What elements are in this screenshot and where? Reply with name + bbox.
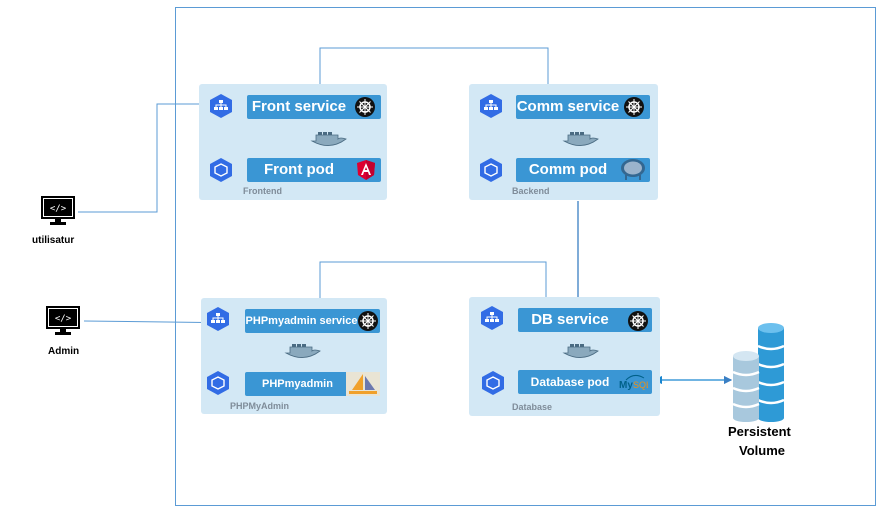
k8s-pod-hex-icon (482, 371, 504, 395)
backend-group-label: Backend (512, 186, 550, 196)
admin-label: Admin (48, 346, 80, 357)
code-monitor-icon: </> (41, 196, 75, 225)
angular-icon (357, 160, 375, 180)
database-pod-box[interactable]: Database pod (518, 370, 652, 394)
phpmyadmin-group-label: PHPMyAdmin (230, 401, 290, 411)
database-cylinder-icon (732, 323, 785, 422)
kubernetes-wheel-icon (628, 311, 648, 331)
svg-text:My: My (619, 380, 633, 391)
docker-whale-icon (284, 344, 321, 358)
kubernetes-wheel-icon (624, 97, 644, 117)
front-service-box[interactable]: Front service (247, 95, 381, 119)
phpmyadmin-service-box[interactable]: PHPmyadmin service (245, 309, 380, 333)
svg-text:SQL: SQL (633, 380, 648, 390)
frontend-group-label: Frontend (243, 186, 282, 196)
kubernetes-wheel-icon (358, 311, 378, 331)
code-monitor-icon: </> (46, 306, 80, 335)
svg-text:</>: </> (55, 314, 72, 324)
persistent-volume-label-2: Volume (739, 443, 785, 458)
k8s-service-hex-icon (481, 306, 503, 330)
front-pod-box[interactable]: Front pod (247, 158, 381, 182)
db-service-label: DB service (531, 311, 609, 328)
front-service-label: Front service (251, 98, 347, 115)
docker-whale-icon (562, 344, 599, 358)
front-pod-label: Front pod (264, 161, 334, 178)
database-group-label: Database (512, 402, 553, 412)
kubernetes-wheel-icon (355, 97, 375, 117)
k8s-service-hex-icon (210, 94, 232, 118)
k8s-pod-hex-icon (480, 158, 502, 182)
k8s-pod-hex-icon (207, 371, 229, 395)
comm-service-label: Comm service (516, 98, 620, 115)
cluster-boundary (175, 7, 876, 506)
svg-text:</>: </> (50, 204, 67, 214)
phpmyadmin-pod-label: PHPmyadmin (262, 378, 333, 390)
database-pod-label: Database pod (530, 375, 610, 389)
comm-pod-label: Comm pod (528, 161, 608, 178)
k8s-pod-hex-icon (210, 158, 232, 182)
user-label: utilisatur (32, 235, 75, 246)
docker-whale-icon (562, 132, 599, 146)
admin-node[interactable]: </> (46, 306, 86, 346)
phpmyadmin-sail-icon (346, 372, 380, 396)
k8s-service-hex-icon (207, 307, 229, 331)
persistent-volume-label-1: Persistent (728, 424, 791, 439)
k8s-service-hex-icon (480, 94, 502, 118)
mysql-icon: My SQL (619, 374, 648, 391)
docker-whale-icon (310, 132, 347, 146)
user-node[interactable]: </> (38, 196, 78, 246)
phpmyadmin-service-label: PHPmyadmin service (245, 315, 358, 327)
postgres-elephant-icon (621, 159, 645, 180)
